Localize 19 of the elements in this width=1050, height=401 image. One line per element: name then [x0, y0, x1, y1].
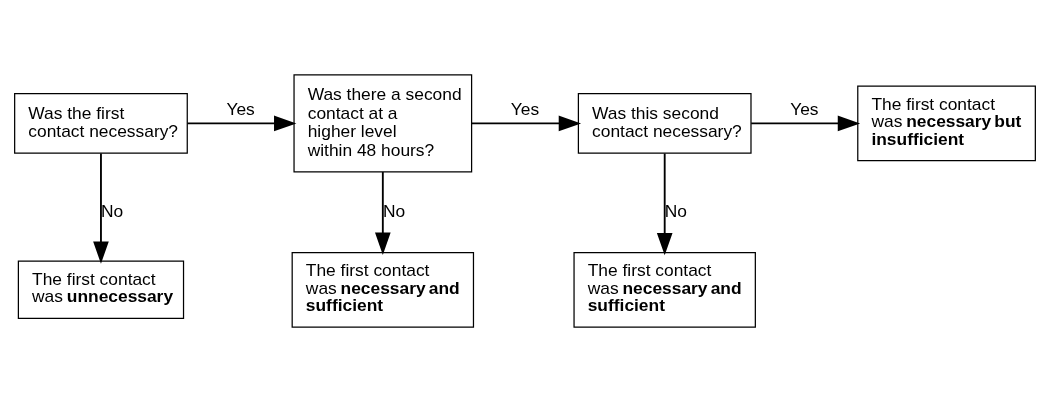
arrow	[375, 170, 391, 255]
arrow	[93, 152, 109, 264]
node-box: The first contact was necessary but insufficient	[857, 85, 1036, 161]
arrow	[656, 152, 673, 255]
node-box: The first contact was necessary and sufficient	[291, 251, 475, 328]
arrow	[186, 115, 297, 131]
edge-label: No	[101, 200, 124, 221]
arrow	[750, 115, 861, 131]
edge-label: Yes	[790, 98, 819, 119]
edge-label: Yes	[226, 98, 255, 119]
edge-label: No	[382, 200, 406, 221]
node-box: Was the first contact necessary?	[14, 92, 188, 154]
edge-label: Yes	[510, 98, 540, 119]
node-box: The first contact was necessary and sufficient	[573, 251, 756, 328]
node-box: Was this second contact necessary?	[577, 92, 752, 154]
node-box: Was there a second contact at a higher level within 48 hours?	[293, 73, 473, 172]
node-box: The first contact was unnecessary	[17, 260, 185, 319]
arrow	[470, 115, 582, 131]
edge-label: No	[664, 200, 687, 221]
